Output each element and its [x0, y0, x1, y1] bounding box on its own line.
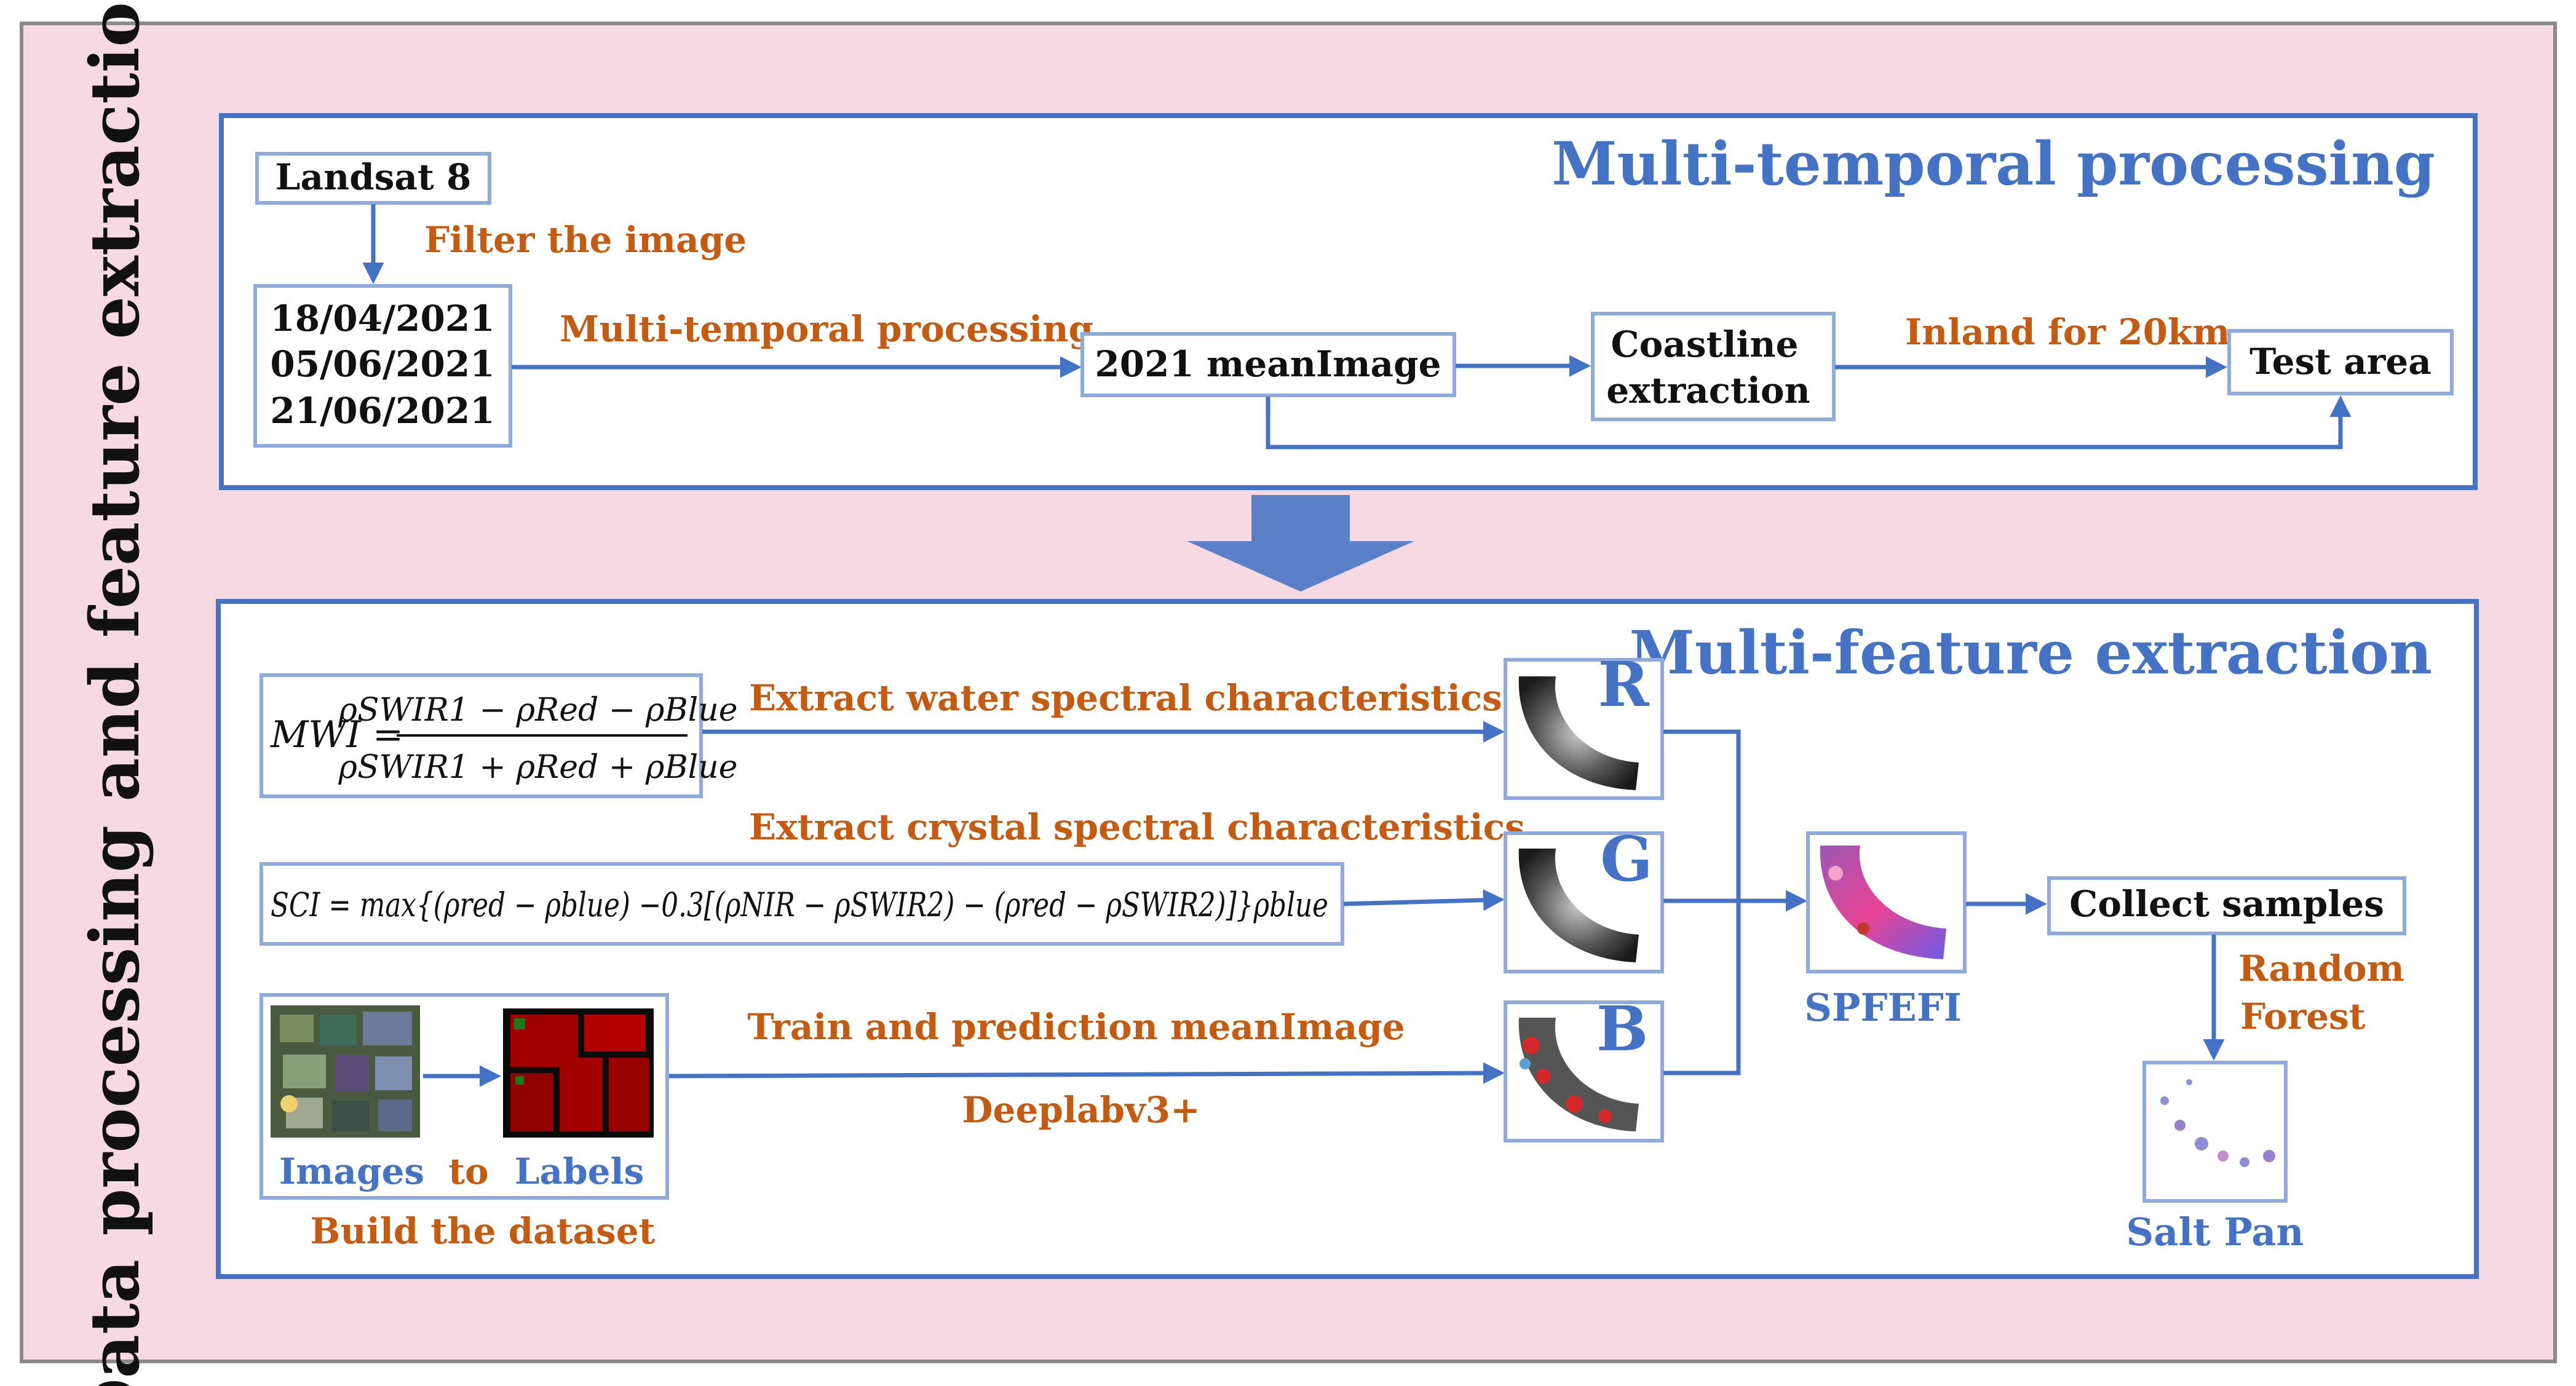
build-dataset-label: Build the dataset [311, 1210, 656, 1252]
satellite-image-thumbnail [271, 1005, 420, 1138]
connector-mean-to-test [1266, 395, 2352, 449]
collect-samples-box [2047, 876, 2406, 935]
coastline-box [1591, 312, 1836, 421]
b-channel-letter: B [1596, 992, 1649, 1065]
b-channel-thumbnail: B [1504, 992, 1664, 1142]
rf-line-2: Forest [2240, 996, 2366, 1037]
deeplab-label: Deeplabv3+ [962, 1089, 1200, 1131]
spfefi-label: SPFEFI [1804, 985, 1962, 1030]
r-channel-letter: R [1598, 648, 1649, 721]
arrow-sci-to-g [1343, 889, 1505, 911]
sci-formula-box [260, 862, 1344, 946]
mwi-lhs: MWI = [270, 713, 403, 756]
coastline-line-2: extraction [1606, 370, 1810, 411]
salt-pan-label: Salt Pan [2126, 1210, 2304, 1254]
images-label: Images [279, 1150, 424, 1192]
rf-line-1: Random [2238, 948, 2404, 989]
inland-label: Inland for 20km [1905, 311, 2230, 353]
arrow-dataset-to-b [668, 1062, 1505, 1084]
mwi-numerator: ρSWIR1 − ρRed − ρBlue [338, 692, 737, 729]
train-label: Train and prediction meanImage [747, 1006, 1405, 1048]
g-channel-letter: G [1600, 823, 1652, 895]
g-channel-thumbnail: G [1504, 823, 1664, 973]
big-down-arrow [1187, 495, 1414, 592]
spfefi-thumbnail [1806, 831, 1967, 973]
water-label: Extract water spectral characteristics [749, 677, 1502, 719]
mwi-denominator: ρSWIR1 + ρRed + ρBlue [338, 749, 737, 786]
label-image-thumbnail [503, 1008, 654, 1138]
side-title: Data processing and feature extraction [75, 0, 154, 1386]
date-3: 21/06/2021 [270, 390, 494, 432]
sci-formula: SCI = max{(ρred − ρblue) −0.3[(ρNIR − ρS… [271, 885, 1328, 924]
filter-label: Filter the image [424, 219, 747, 261]
landsat-label: Landsat 8 [275, 156, 472, 198]
mt-processing-label: Multi-temporal processing [560, 308, 1093, 350]
salt-pan-thumbnail [2142, 1061, 2288, 1203]
dates-box [253, 284, 512, 448]
landsat-box [255, 152, 491, 205]
labels-label: Labels [515, 1150, 644, 1192]
r-channel-thumbnail: R [1504, 648, 1664, 800]
top-panel-title: Multi-temporal processing [1552, 129, 2435, 199]
mean-image-box [1080, 332, 1456, 397]
test-area-label: Test area [2249, 341, 2431, 382]
collect-samples-label: Collect samples [2069, 883, 2384, 925]
bottom-panel-title: Multi-feature extraction [1629, 618, 2432, 687]
to-label: to [448, 1150, 488, 1192]
date-1: 18/04/2021 [270, 298, 494, 339]
coastline-line-1: Coastline [1611, 323, 1798, 365]
mean-image-label: 2021 meanImage [1095, 343, 1441, 385]
top-panel [219, 113, 2478, 490]
date-2: 05/06/2021 [270, 343, 494, 385]
crystal-label: Extract crystal spectral characteristics [749, 806, 1525, 848]
test-area-box [2227, 329, 2454, 395]
